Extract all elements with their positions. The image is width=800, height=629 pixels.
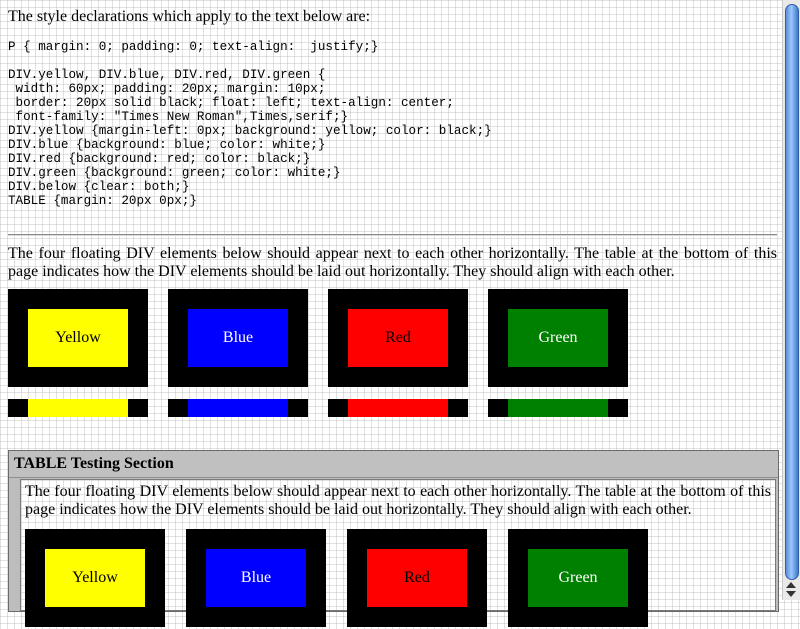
- table-section-title: TABLE Testing Section: [9, 451, 778, 478]
- table-section-cell: The four floating DIV elements below sho…: [20, 479, 776, 627]
- scrollbar-thumb[interactable]: [785, 4, 799, 580]
- table-blue-box: Blue: [186, 529, 326, 627]
- table-description-text: The four floating DIV elements below sho…: [25, 483, 771, 518]
- description-text: The four floating DIV elements below sho…: [8, 245, 777, 280]
- vertical-scrollbar[interactable]: [782, 0, 800, 600]
- reference-bars: [8, 399, 777, 417]
- blue-bar-fill: [188, 399, 288, 417]
- separator: [8, 234, 777, 236]
- red-reference-bar: [328, 399, 468, 417]
- table-yellow-box: Yellow: [25, 529, 165, 627]
- table-red-box: Red: [347, 529, 487, 627]
- green-bar-fill: [508, 399, 608, 417]
- table-floating-divs: Yellow Blue Red Green: [25, 529, 775, 629]
- table-green-box: Green: [508, 529, 648, 627]
- scroll-up-arrow-icon[interactable]: [786, 582, 796, 588]
- green-reference-bar: [488, 399, 628, 417]
- yellow-bar-fill: [28, 399, 128, 417]
- red-bar-fill: [348, 399, 448, 417]
- yellow-reference-bar: [8, 399, 148, 417]
- blue-reference-bar: [168, 399, 308, 417]
- blue-box: Blue: [168, 289, 308, 387]
- css-code-block: P { margin: 0; padding: 0; text-align: j…: [8, 40, 492, 208]
- floating-divs: Yellow Blue Red Green: [8, 289, 777, 389]
- page-content: The style declarations which apply to th…: [8, 0, 777, 417]
- table-testing-section: TABLE Testing Section The four floating …: [8, 450, 779, 627]
- intro-text: The style declarations which apply to th…: [8, 8, 371, 25]
- red-box: Red: [328, 289, 468, 387]
- green-box: Green: [488, 289, 628, 387]
- yellow-box: Yellow: [8, 289, 148, 387]
- scroll-down-arrow-icon[interactable]: [786, 591, 796, 597]
